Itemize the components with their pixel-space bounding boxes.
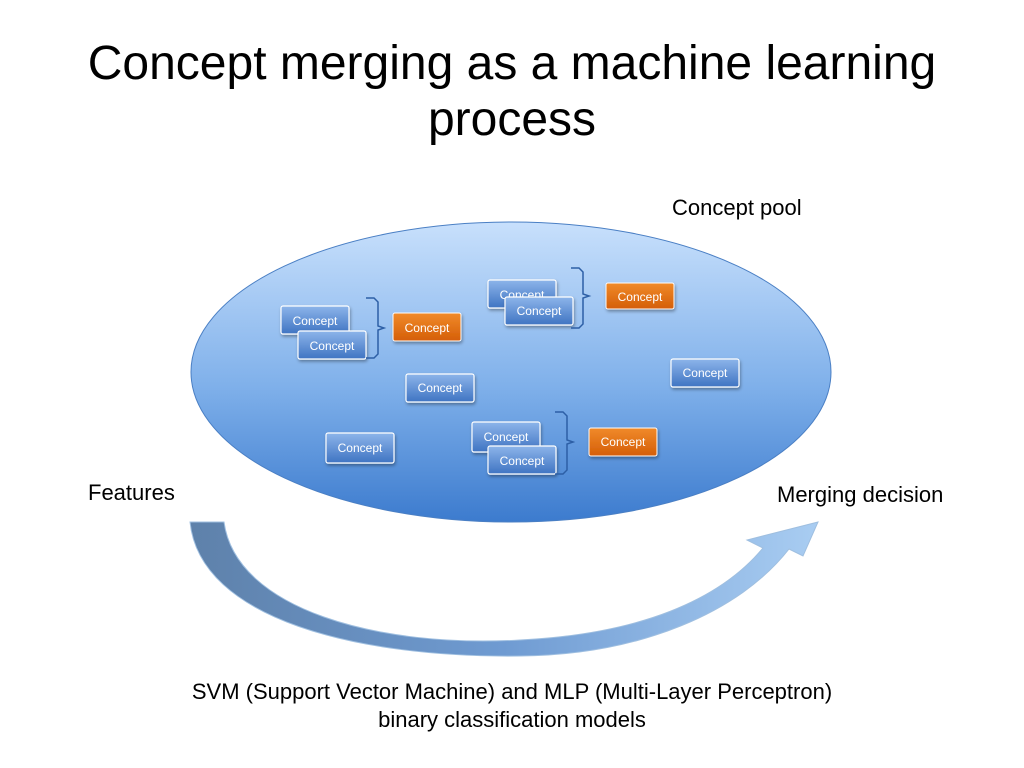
concept-box-label: Concept	[683, 366, 728, 380]
concept-box-label: Concept	[418, 381, 463, 395]
concept-box-label: Concept	[310, 339, 355, 353]
merged-concept-label: Concept	[405, 321, 450, 335]
bracket	[555, 411, 576, 475]
concept-box[interactable]	[405, 373, 475, 403]
bracket	[366, 297, 387, 359]
concept-box-label: Concept	[484, 430, 529, 444]
curved-arrow	[189, 521, 819, 657]
concept-box[interactable]	[325, 432, 395, 464]
concept-box-label: Concept	[293, 314, 338, 328]
concept-box[interactable]	[670, 358, 740, 388]
concept-box[interactable]	[504, 296, 574, 326]
concept-box[interactable]	[297, 330, 367, 360]
caption-line-1: SVM (Support Vector Machine) and MLP (Mu…	[191, 679, 833, 704]
merged-concept-label: Concept	[618, 290, 663, 304]
caption-line-2: binary classification models	[378, 707, 646, 732]
concept-box-label: Concept	[338, 441, 383, 455]
caption: SVM (Support Vector Machine) and MLP (Mu…	[0, 678, 1024, 734]
merged-concept-label: Concept	[601, 435, 646, 449]
concept-box[interactable]	[487, 445, 557, 475]
concept-group-3: Concept Concept Concept	[471, 411, 658, 475]
title-line-1: Concept merging as a machine learning	[87, 37, 937, 90]
concept-group-1: Concept Concept Concept	[280, 297, 462, 360]
concept-box-label: Concept	[517, 304, 562, 318]
concept-group-2: Concept Concept Concept	[487, 267, 675, 329]
bracket	[571, 267, 592, 329]
title-line-2: process	[427, 93, 597, 146]
slide-title: Concept merging as a machine learning pr…	[0, 36, 1024, 148]
merging-decision-label: Merging decision	[777, 482, 944, 507]
concept-pool-label: Concept pool	[672, 195, 802, 220]
merged-concept-box[interactable]	[588, 427, 658, 457]
merged-concept-box[interactable]	[392, 312, 462, 342]
features-label: Features	[88, 480, 175, 505]
concept-box-label: Concept	[500, 454, 545, 468]
merged-concept-box[interactable]	[605, 282, 675, 310]
